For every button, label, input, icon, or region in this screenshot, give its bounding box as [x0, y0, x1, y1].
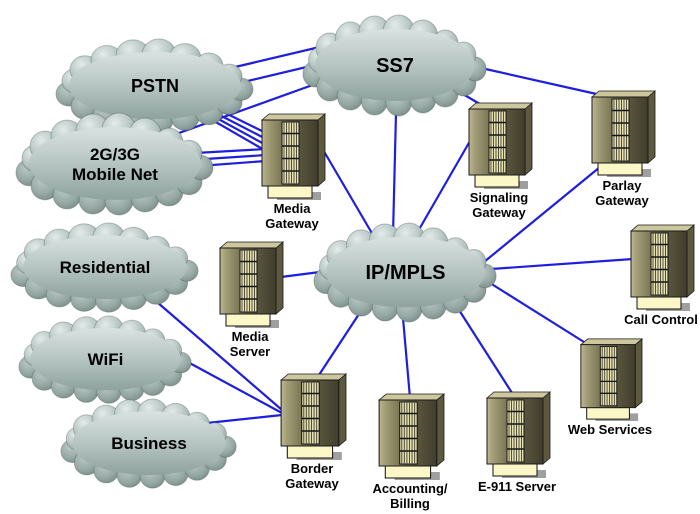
edge-ip-mpls-border-gateway [315, 312, 361, 380]
cloud-icon [10, 222, 199, 313]
server-label-line: E-911 Server [477, 479, 557, 494]
server-label-line: Call Control [624, 312, 698, 327]
server-pedestal [636, 296, 682, 310]
server-icon [485, 391, 551, 478]
cloud-label-line: IP/MPLS [365, 261, 446, 284]
server-pedestal [492, 463, 538, 477]
cloud-label: Residential [10, 222, 200, 314]
cloud-icon [302, 14, 487, 117]
cloud-label-line: PSTN [130, 76, 179, 97]
cloud-label-line: Residential [59, 258, 151, 278]
server-icon [579, 338, 643, 421]
cloud-label-line: SS7 [376, 54, 414, 77]
server-pedestal [225, 313, 271, 327]
cloud-label: SS7 [302, 14, 488, 118]
server-label-line: Accounting/ [372, 481, 448, 496]
server-web-services: Web Services [568, 337, 652, 437]
cloud-label-line: Business [111, 434, 187, 454]
edge-ss7-ip-mpls [391, 111, 398, 237]
edge-ip-mpls-accounting-billing [401, 316, 412, 400]
cloud-pstn: PSTN [55, 38, 255, 135]
server-label-line: Parlay [602, 178, 642, 193]
cloud-icon [18, 315, 192, 404]
server-icon [467, 102, 533, 189]
edge-parlay-gateway-ip-mpls [482, 165, 602, 264]
cloud-ip-mpls: IP/MPLS [313, 222, 498, 324]
server-icon [378, 393, 445, 480]
server-pedestal [586, 407, 630, 420]
edge-signaling-gateway-ip-mpls [415, 139, 472, 235]
cloud-icon [55, 38, 254, 134]
cloud-label-line: 2G/3G [89, 145, 141, 165]
cloud-label-line: Mobile Net [72, 164, 158, 184]
server-pedestal [597, 162, 643, 176]
cloud-wifi: WiFi [18, 315, 193, 405]
server-accounting-billing: Accounting/Billing [372, 392, 448, 511]
server-icon [280, 373, 347, 460]
server-icon [590, 90, 656, 177]
edge-pstn-media-gateway [212, 119, 268, 153]
server-label-line: Gateway [595, 193, 649, 208]
edge-ip-mpls-call-control [489, 257, 635, 271]
server-label-line: Gateway [265, 216, 319, 231]
edge-wifi-border-gateway [182, 358, 284, 415]
server-icon [260, 113, 326, 200]
cloud-icon [15, 112, 214, 216]
server-label-line: Signaling [469, 190, 529, 205]
cloud-ss7: SS7 [302, 14, 488, 118]
edge-ip-mpls-media-server [279, 270, 322, 279]
server-icon [218, 241, 284, 328]
edge-media-gateway-ip-mpls [320, 146, 375, 237]
server-call-control: Call Control [624, 223, 698, 327]
server-label-line: Gateway [285, 476, 339, 491]
cloud-label: PSTN [55, 38, 255, 135]
edge-ip-mpls-e911-server [457, 308, 516, 398]
server-label-line: Server [229, 344, 271, 359]
server-label-line: Border [290, 461, 334, 476]
server-icon [629, 224, 695, 311]
server-label: Accounting/Billing [344, 481, 476, 511]
cloud-icon [313, 222, 497, 323]
cloud-residential: Residential [10, 222, 200, 314]
server-pedestal [267, 185, 313, 199]
server-pedestal [474, 174, 520, 188]
edge-pstn-media-gateway [209, 113, 268, 147]
server-label: Web Services [544, 422, 676, 437]
server-label: Call Control [595, 312, 700, 327]
edge-residential-border-gateway [148, 294, 284, 412]
edge-ss7-parlay-gateway [479, 66, 603, 97]
edge-business-border-gateway [205, 413, 284, 425]
server-label-line: Billing [390, 496, 430, 511]
cloud-label: IP/MPLS [313, 222, 498, 324]
cloud-icon [60, 398, 237, 489]
server-label: E-911 Server [451, 479, 583, 494]
server-pedestal [384, 465, 432, 479]
server-label-line: Media [273, 201, 311, 216]
cloud-business: Business [60, 398, 238, 490]
server-label-line: Web Services [567, 422, 653, 437]
server-pedestal [286, 445, 334, 459]
cloud-label: WiFi [18, 315, 193, 405]
server-label-line: Gateway [472, 205, 526, 220]
server-label-line: Media [231, 329, 269, 344]
edge-ip-mpls-web-services [488, 281, 586, 344]
cloud-label-line: WiFi [87, 350, 124, 370]
server-e911-server: E-911 Server [478, 390, 556, 494]
cloud-label: Business [60, 398, 238, 490]
